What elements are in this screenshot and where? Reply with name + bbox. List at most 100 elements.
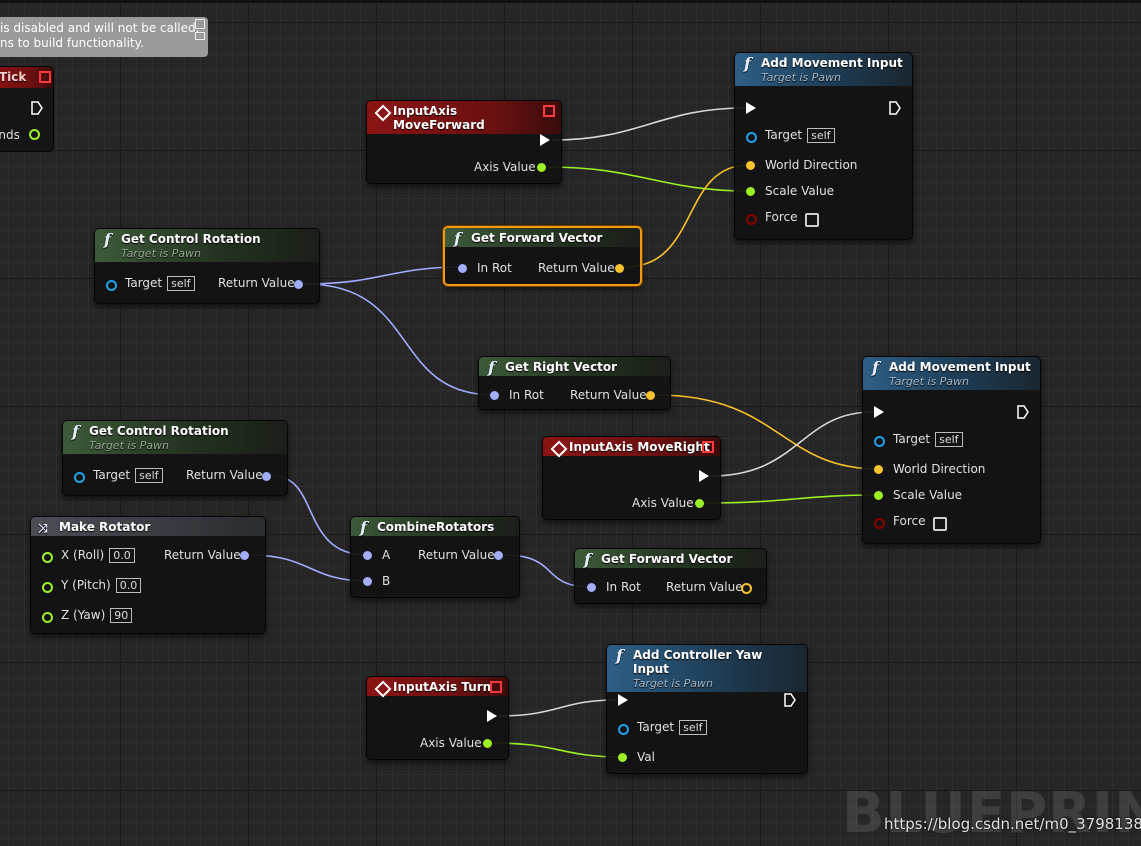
return-value-pin[interactable] xyxy=(262,472,271,481)
return-value-pin[interactable] xyxy=(240,551,249,560)
input-axis-moveforward-node[interactable]: InputAxis MoveForward Axis Value xyxy=(366,100,562,184)
add-movement-input-node-1[interactable]: f Add Movement Input Target is Pawn Targ… xyxy=(734,52,913,240)
exec-out-pin[interactable] xyxy=(487,710,497,722)
wire-exec-turn xyxy=(496,699,617,717)
wire-exec-moveforward xyxy=(552,107,746,141)
world-direction-pin[interactable] xyxy=(874,465,883,474)
axis-value-label: Axis Value xyxy=(474,160,536,174)
target-self-field[interactable]: self xyxy=(167,276,195,291)
target-pin[interactable] xyxy=(874,436,885,447)
x-roll-pin[interactable] xyxy=(42,552,53,563)
tick-exec-out-icon[interactable] xyxy=(31,101,43,115)
wire-float-turn xyxy=(492,742,623,758)
event-tick-node[interactable]: Tick onds xyxy=(0,66,54,152)
target-pin[interactable] xyxy=(106,280,117,291)
axis-value-pin[interactable] xyxy=(537,163,546,172)
exec-out-pin[interactable] xyxy=(784,693,796,707)
wire-rot-control-right xyxy=(304,283,495,396)
in-rot-pin[interactable] xyxy=(458,264,467,273)
node-header: f Add Movement Input Target is Pawn xyxy=(735,53,912,86)
node-subtitle: Target is Pawn xyxy=(121,247,202,260)
pin-icon[interactable] xyxy=(195,19,205,29)
force-label: Force xyxy=(893,514,926,528)
target-pin[interactable] xyxy=(74,472,85,483)
node-header: f Get Forward Vector xyxy=(575,549,766,569)
b-label: B xyxy=(382,574,391,588)
axis-value-pin[interactable] xyxy=(483,739,492,748)
node-title: Get Right Vector xyxy=(505,360,618,374)
z-yaw-pin[interactable] xyxy=(42,612,53,623)
return-value-label: Return Value xyxy=(218,276,295,290)
scale-value-pin[interactable] xyxy=(746,187,755,196)
node-title: CombineRotators xyxy=(377,520,495,534)
input-axis-turn-node[interactable]: InputAxis Turn Axis Value xyxy=(366,676,509,760)
add-movement-input-node-2[interactable]: f Add Movement Input Target is Pawn Targ… xyxy=(862,356,1041,544)
return-value-pin[interactable] xyxy=(494,551,503,560)
return-value-pin[interactable] xyxy=(294,280,303,289)
get-control-rotation-node-2[interactable]: f Get Control Rotation Target is Pawn Ta… xyxy=(62,420,288,496)
z-yaw-field[interactable]: 90 xyxy=(110,608,133,623)
force-checkbox[interactable] xyxy=(805,213,819,227)
add-controller-yaw-input-node[interactable]: f Add Controller Yaw Input Target is Paw… xyxy=(606,644,808,774)
node-title: Make Rotator xyxy=(59,520,151,534)
axis-value-pin[interactable] xyxy=(695,499,704,508)
force-pin[interactable] xyxy=(874,518,885,529)
make-rotator-node[interactable]: ⤨ Make Rotator X (Roll)0.0 Y (Pitch)0.0 … xyxy=(30,516,266,634)
exec-in-pin[interactable] xyxy=(874,406,884,418)
get-right-vector-node[interactable]: f Get Right Vector In Rot Return Value xyxy=(478,356,671,410)
wire-vector-right-direction xyxy=(655,394,880,470)
in-rot-pin[interactable] xyxy=(490,391,499,400)
target-pin[interactable] xyxy=(746,132,757,143)
exec-out-pin[interactable] xyxy=(889,101,901,115)
force-label: Force xyxy=(765,210,798,224)
y-pitch-field[interactable]: 0.0 xyxy=(115,578,142,593)
input-axis-moveright-node[interactable]: InputAxis MoveRight Axis Value xyxy=(542,436,721,520)
world-direction-label: World Direction xyxy=(893,462,986,476)
y-pitch-pin[interactable] xyxy=(42,582,53,593)
return-value-pin[interactable] xyxy=(646,391,655,400)
target-text: Target xyxy=(893,432,931,446)
disabled-comment-box[interactable]: is disabled and will not be called. ns t… xyxy=(0,17,208,57)
top-edge xyxy=(0,0,1141,3)
combine-rotators-node[interactable]: f CombineRotators A B Return Value xyxy=(350,516,520,598)
target-self-field[interactable]: self xyxy=(807,128,835,143)
wire-rot-control-forward xyxy=(304,266,463,285)
get-forward-vector-node-1[interactable]: f Get Forward Vector In Rot Return Value xyxy=(443,226,642,286)
delegate-square-icon xyxy=(702,441,714,453)
exec-in-pin[interactable] xyxy=(618,694,628,706)
node-title: Add Controller Yaw Input xyxy=(633,648,763,676)
force-checkbox[interactable] xyxy=(933,517,947,531)
exec-in-pin[interactable] xyxy=(746,102,756,114)
world-direction-pin[interactable] xyxy=(746,161,755,170)
in-rot-pin[interactable] xyxy=(587,583,596,592)
return-value-pin[interactable] xyxy=(741,583,752,594)
get-forward-vector-node-2[interactable]: f Get Forward Vector In Rot Return Value xyxy=(574,548,767,604)
event-diamond-icon xyxy=(550,440,568,458)
exec-out-pin[interactable] xyxy=(1017,405,1029,419)
node-header: f Get Forward Vector xyxy=(445,228,640,248)
function-icon: f xyxy=(584,550,591,569)
comment-toggle-icon[interactable] xyxy=(195,32,205,40)
a-pin[interactable] xyxy=(363,551,372,560)
tick-delta-pin[interactable] xyxy=(29,129,40,140)
exec-out-pin[interactable] xyxy=(540,134,550,146)
x-roll-field[interactable]: 0.0 xyxy=(109,548,135,563)
return-value-pin[interactable] xyxy=(615,264,624,273)
val-pin[interactable] xyxy=(618,753,627,762)
function-icon: f xyxy=(488,358,495,377)
tick-title: Tick xyxy=(0,70,27,84)
val-label: Val xyxy=(637,750,655,764)
target-self-field[interactable]: self xyxy=(679,720,707,735)
target-pin[interactable] xyxy=(618,724,629,735)
force-pin[interactable] xyxy=(746,214,757,225)
exec-out-pin[interactable] xyxy=(699,470,709,482)
target-self-field[interactable]: self xyxy=(135,468,163,483)
target-self-field[interactable]: self xyxy=(935,432,963,447)
b-pin[interactable] xyxy=(363,577,372,586)
target-text: Target xyxy=(765,128,803,142)
scale-value-pin[interactable] xyxy=(874,491,883,500)
source-url-watermark: https://blog.csdn.net/m0_37981386 xyxy=(884,815,1141,833)
blueprint-watermark: BLUEPRINT xyxy=(842,781,1141,846)
get-control-rotation-node-1[interactable]: f Get Control Rotation Target is Pawn Ta… xyxy=(94,228,320,304)
